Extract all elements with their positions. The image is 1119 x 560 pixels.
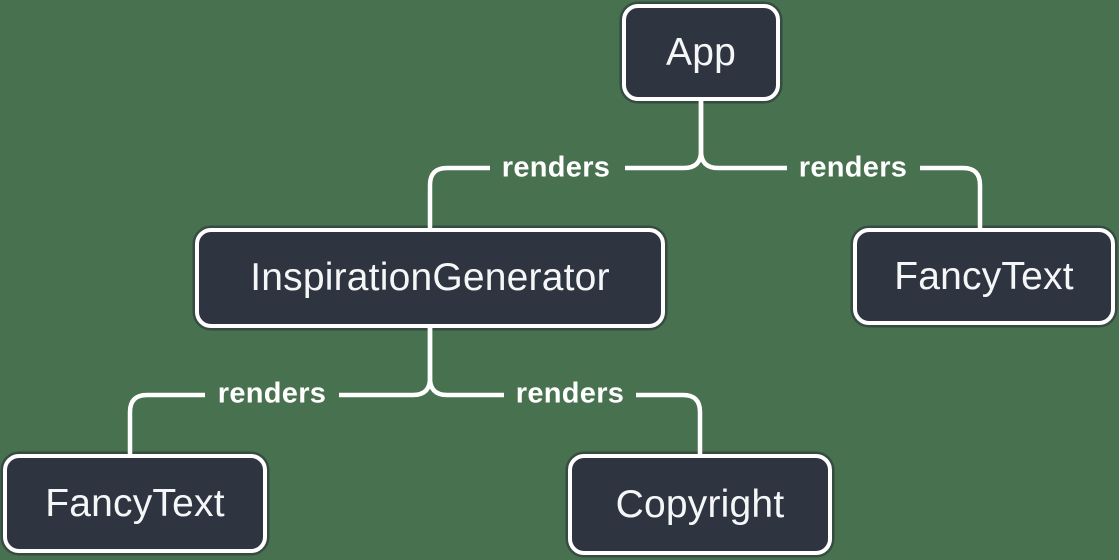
edge-path-app-junction-left xyxy=(625,101,704,171)
tree-node-label: FancyText xyxy=(894,254,1074,298)
tree-node-fancy-text-right: FancyText xyxy=(853,228,1115,325)
edge-path-to-copyright xyxy=(636,392,703,456)
edge-path-ig-junction-left xyxy=(339,328,433,398)
tree-node-label: FancyText xyxy=(45,481,225,525)
tree-node-copyright: Copyright xyxy=(568,454,832,555)
edge-path-ig-junction-right xyxy=(427,328,504,398)
tree-node-label: App xyxy=(666,30,736,74)
tree-node-label: Copyright xyxy=(615,482,785,526)
tree-node-fancy-text-left: FancyText xyxy=(3,454,267,553)
edge-label-app-fancy-text-right: renders xyxy=(798,151,908,184)
edge-label-inspiration-generator-copyright: renders xyxy=(515,377,625,410)
edge-path-to-inspiration-generator xyxy=(427,165,490,230)
edge-label-inspiration-generator-fancy-text-left: renders xyxy=(217,377,327,410)
edge-path-app-junction-right xyxy=(698,101,787,171)
tree-node-inspiration-generator: InspirationGenerator xyxy=(195,228,665,328)
edge-path-to-fancy-text-right xyxy=(920,165,983,230)
edge-path-to-fancy-text-left xyxy=(127,392,205,456)
tree-node-label: InspirationGenerator xyxy=(250,256,610,299)
edge-label-app-inspiration-generator: renders xyxy=(501,151,611,184)
tree-node-app: App xyxy=(622,4,780,101)
